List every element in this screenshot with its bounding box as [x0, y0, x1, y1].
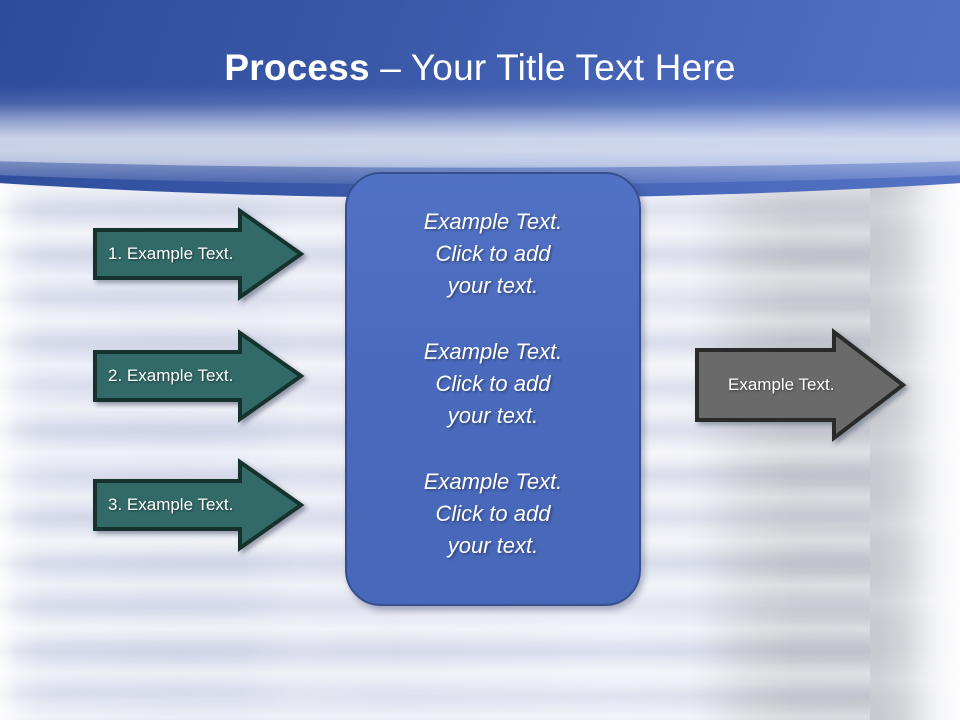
- panel-block-2-line-3: your text.: [447, 403, 539, 428]
- page-title-rest: – Your Title Text Here: [369, 47, 736, 88]
- right-arrow-icon: [93, 329, 305, 423]
- panel-block-3-line-3: your text.: [447, 533, 539, 558]
- right-arrow-icon: [93, 458, 305, 552]
- page-title-bold: Process: [224, 47, 370, 88]
- panel-text-block-3: Example Text. Click to add your text.: [367, 466, 619, 562]
- panel-block-2-line-2: Click to add: [435, 371, 551, 396]
- panel-block-2-line-1: Example Text.: [423, 339, 563, 364]
- step-arrow-1[interactable]: 1. Example Text.: [92, 207, 305, 301]
- panel-block-1-line-1: Example Text.: [423, 209, 563, 234]
- center-content-panel[interactable]: Example Text. Click to add your text. Ex…: [345, 172, 641, 606]
- panel-text-block-1: Example Text. Click to add your text.: [367, 206, 619, 302]
- header-band: [0, 0, 960, 198]
- result-arrow[interactable]: Example Text.: [694, 327, 908, 443]
- panel-block-3-line-2: Click to add: [435, 501, 551, 526]
- right-arrow-icon: [695, 327, 907, 443]
- panel-block-1-line-3: your text.: [447, 273, 539, 298]
- step-arrow-2[interactable]: 2. Example Text.: [92, 329, 305, 423]
- panel-block-1-line-2: Click to add: [435, 241, 551, 266]
- page-title: Process – Your Title Text Here: [0, 46, 960, 90]
- step-arrow-3[interactable]: 3. Example Text.: [92, 458, 305, 552]
- panel-text-block-2: Example Text. Click to add your text.: [367, 336, 619, 432]
- panel-block-3-line-1: Example Text.: [423, 469, 563, 494]
- right-arrow-icon: [93, 207, 305, 301]
